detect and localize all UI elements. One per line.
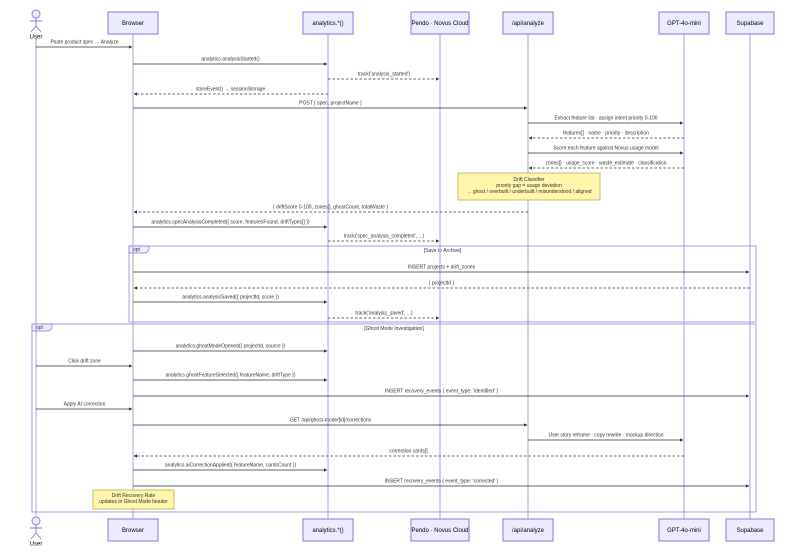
- opt-keyword: opt: [133, 247, 141, 253]
- message: POST { spec, projectName }: [133, 101, 528, 110]
- message: zones[] · usage_score · waste_estimate ·…: [528, 161, 684, 170]
- message: Apply AI correction: [36, 402, 133, 411]
- participant-label: analytics.*(): [312, 528, 343, 534]
- message-label: track('analysis_started'): [358, 72, 411, 78]
- message: track('spec_analysis_completed', ...): [328, 234, 440, 243]
- participant-label: Supabase: [736, 528, 764, 534]
- message-label: { driftScore 0-100, zones[], ghostCount,…: [273, 205, 388, 211]
- message-label: POST { spec, projectName }: [299, 101, 362, 107]
- message-label: INSERT recovery_events { event_type: 'id…: [385, 389, 498, 395]
- participant-analytics: analytics.*(): [302, 518, 354, 542]
- message-label: analytics.specAnalysisCompleted({ score,…: [151, 220, 309, 226]
- message-label: analytics.ghostFeatureSelected({ feature…: [165, 373, 295, 379]
- message: analytics.ghostFeatureSelected({ feature…: [133, 373, 328, 382]
- opt-title: [Ghost Mode Investigation]: [364, 326, 424, 332]
- message-label: Apply AI correction: [64, 402, 106, 408]
- message-label: track('analysis_saved', ...): [355, 311, 413, 317]
- message-label: INSERT recovery_events { event_type: 'co…: [385, 479, 499, 485]
- participant-analytics: analytics.*(): [302, 11, 354, 35]
- message-label: User story reframe · copy rewrite · mock…: [548, 433, 663, 439]
- message: INSERT projects + drift_zones: [133, 265, 750, 274]
- message: track('analysis_started'): [328, 72, 440, 81]
- participant-label: Pendo · Novus Cloud: [411, 21, 468, 27]
- message: correction cards[]: [133, 449, 684, 458]
- participant-browser: Browser: [107, 518, 159, 542]
- note-line: updates in Ghost Mode header: [99, 499, 168, 505]
- note-line: Drift Recovery Rate: [112, 493, 156, 499]
- message-label: analytics.ghostModeOpened({ projectId, s…: [176, 344, 286, 350]
- message: Click drift zone: [36, 359, 133, 368]
- participant-gpt: GPT-4o-mini: [658, 11, 710, 35]
- message: analytics.analysisSaved({ projectId, sco…: [133, 295, 328, 304]
- message-label: correction cards[]: [389, 449, 428, 455]
- message: { projectId }: [133, 281, 750, 290]
- participant-api: /api/analyze: [502, 518, 554, 542]
- participant-label: /api/analyze: [512, 21, 545, 27]
- message: analytics.analysisStarted(): [133, 57, 328, 66]
- participant-label: Browser: [122, 21, 144, 27]
- participant-gpt: GPT-4o-mini: [658, 518, 710, 542]
- message: track('analysis_saved', ...): [328, 311, 440, 320]
- message-label: analytics.analysisSaved({ projectId, sco…: [182, 295, 279, 301]
- participant-label: analytics.*(): [312, 21, 343, 27]
- participant-pendo: Pendo · Novus Cloud: [410, 518, 470, 542]
- message: storeEvent() → sessionStorage: [133, 87, 328, 96]
- participant-label: Browser: [122, 528, 144, 534]
- participant-supabase: Supabase: [725, 11, 775, 35]
- message-label: storeEvent() → sessionStorage: [196, 87, 266, 93]
- message: Paste product spec → Analyze: [36, 40, 133, 49]
- message-label: GET /api/ghost-mode/[id]/corrections: [290, 418, 372, 424]
- message-label: analytics.analysisStarted(): [201, 57, 260, 63]
- opt-fragment: opt [Save to Archive]: [128, 245, 757, 323]
- participant-supabase: Supabase: [725, 518, 775, 542]
- message: INSERT recovery_events { event_type: 'id…: [133, 389, 750, 398]
- opt-keyword: opt: [36, 325, 44, 331]
- message: features[] · name · priority · descripti…: [528, 131, 684, 140]
- message: GET /api/ghost-mode/[id]/corrections: [133, 418, 528, 427]
- participant-label: Pendo · Novus Cloud: [411, 528, 468, 534]
- message: analytics.ghostModeOpened({ projectId, s…: [133, 344, 328, 353]
- message: Extract feature list · assign intent pri…: [528, 116, 684, 125]
- message-label: track('spec_analysis_completed', ...): [344, 234, 425, 240]
- participant-label: GPT-4o-mini: [667, 21, 701, 27]
- message: { driftScore 0-100, zones[], ghostCount,…: [133, 205, 528, 214]
- opt-fragment: opt [Ghost Mode Investigation]: [31, 323, 757, 513]
- participant-api: /api/analyze: [502, 11, 554, 35]
- message: User story reframe · copy rewrite · mock…: [528, 433, 684, 442]
- message: Score each feature against Novus usage m…: [528, 146, 684, 155]
- note-line: priority gap = usage deviation: [496, 183, 562, 189]
- message: INSERT recovery_events { event_type: 'co…: [133, 479, 750, 488]
- participant-browser: Browser: [107, 11, 159, 35]
- message-label: Score each feature against Novus usage m…: [553, 146, 658, 152]
- participant-label: /api/analyze: [512, 528, 545, 534]
- participant-label: Supabase: [736, 21, 764, 27]
- actor-label: User: [30, 542, 43, 548]
- opt-title: [Save to Archive]: [424, 248, 462, 254]
- message-label: features[] · name · priority · descripti…: [563, 131, 649, 137]
- message-label: Paste product spec → Analyze: [50, 40, 118, 46]
- participant-pendo: Pendo · Novus Cloud: [410, 11, 470, 35]
- message-label: { projectId }: [429, 281, 455, 287]
- actor-user: User: [30, 9, 43, 41]
- message-label: Click drift zone: [68, 359, 101, 365]
- participant-label: GPT-4o-mini: [667, 528, 701, 534]
- note-line: Drift Classifier: [513, 177, 544, 183]
- message-label: Extract feature list · assign intent pri…: [554, 116, 657, 122]
- actor-label: User: [30, 35, 43, 41]
- note-line: → ghost / overbuilt / underbuilt / misun…: [466, 189, 591, 195]
- message-label: zones[] · usage_score · waste_estimate ·…: [545, 161, 666, 167]
- actor-user: User: [30, 516, 43, 548]
- message: analytics.aiCorrectionApplied({ featureN…: [133, 463, 328, 472]
- message: analytics.specAnalysisCompleted({ score,…: [133, 220, 328, 229]
- message-label: INSERT projects + drift_zones: [408, 265, 476, 271]
- message-label: analytics.aiCorrectionApplied({ featureN…: [165, 463, 297, 469]
